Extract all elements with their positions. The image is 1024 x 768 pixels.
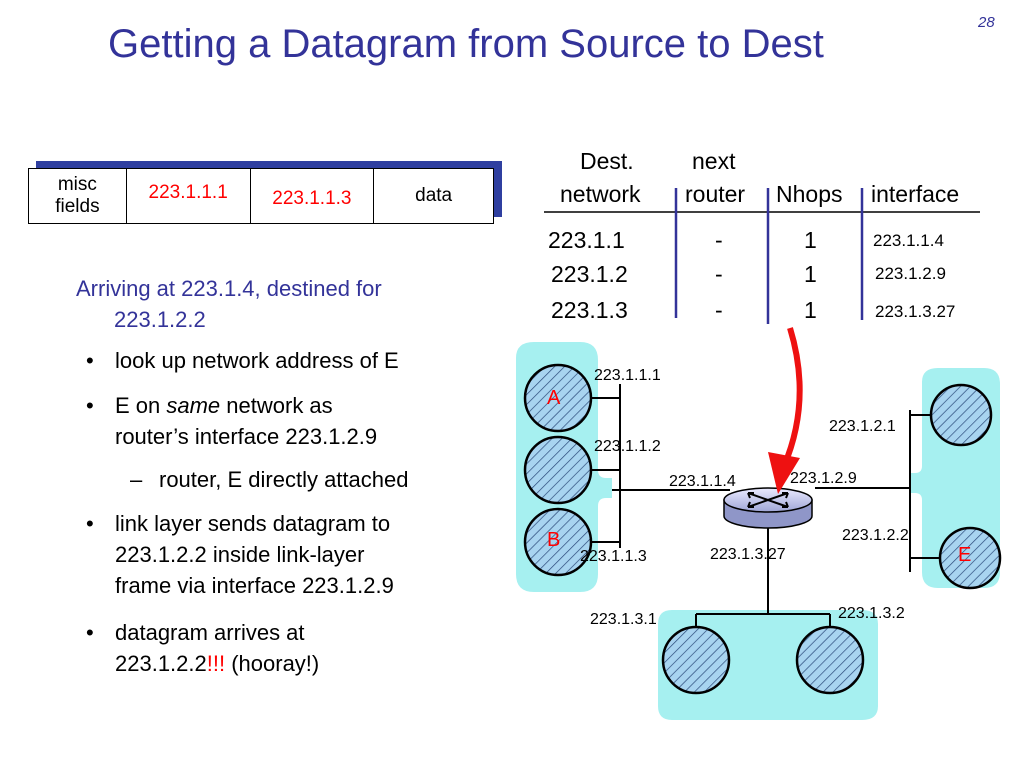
row-2-interface: 223.1.2.9 — [875, 264, 946, 283]
row-3-dest: 223.1.3 — [551, 297, 628, 323]
host-a — [523, 363, 593, 433]
table-header-interface: interface — [871, 181, 960, 207]
bullet-2: • E on same network as router’s interfac… — [86, 393, 378, 449]
host-223-1-2-1 — [929, 383, 993, 447]
host-223-1-3-2 — [795, 625, 865, 695]
table-header-dest-line2: network — [560, 181, 641, 207]
label-223-1-3-27: 223.1.3.27 — [710, 546, 786, 563]
router — [723, 487, 813, 529]
table-header-next-line1: next — [692, 148, 736, 174]
row-2-dest: 223.1.2 — [551, 261, 628, 287]
host-223-1-1-2 — [523, 435, 593, 505]
label-223-1-2-1: 223.1.2.1 — [829, 418, 896, 435]
host-b — [523, 507, 593, 577]
row-1-nhops: 1 — [804, 227, 817, 253]
label-223-1-1-2: 223.1.1.2 — [594, 438, 661, 455]
row-2-next: - — [715, 261, 723, 287]
host-e — [938, 526, 1002, 590]
datagram-source-address: 223.1.1.1 — [127, 169, 251, 223]
row-3-next: - — [715, 297, 723, 323]
label-223-1-1-1: 223.1.1.1 — [594, 367, 661, 384]
table-header-nhops: Nhops — [776, 181, 843, 207]
row-1-next: - — [715, 227, 723, 253]
label-223-1-2-2: 223.1.2.2 — [842, 527, 909, 544]
row-1-dest: 223.1.1 — [548, 227, 625, 253]
table-header-next-line2: router — [685, 181, 746, 207]
row-1-interface: 223.1.1.4 — [873, 231, 944, 250]
bullet-3: • link layer sends datagram to 223.1.2.2… — [86, 511, 394, 598]
host-e-label: E — [958, 544, 972, 566]
label-223-1-1-3: 223.1.1.3 — [580, 548, 647, 565]
label-223-1-3-1: 223.1.3.1 — [590, 611, 657, 628]
row-2-nhops: 1 — [804, 261, 817, 287]
row-3-interface: 223.1.3.27 — [875, 302, 956, 321]
arrow-to-router — [768, 327, 803, 494]
row-3-nhops: 1 — [804, 297, 817, 323]
bullet-1: • look up network address of E — [86, 348, 399, 373]
host-a-label: A — [547, 387, 561, 409]
sub-bullet-1: – router, E directly attached — [130, 467, 409, 492]
table-header-dest-line1: Dest. — [580, 148, 634, 174]
host-223-1-3-1 — [661, 625, 731, 695]
label-223-1-3-2: 223.1.3.2 — [838, 605, 905, 622]
slide-number: 28 — [978, 14, 995, 31]
label-223-1-2-9: 223.1.2.9 — [790, 470, 857, 487]
intro-text: Arriving at 223.1.4, destined for 223.1.… — [76, 276, 382, 332]
datagram-dest-address: 223.1.1.3 — [251, 169, 375, 223]
host-b-label: B — [547, 529, 561, 551]
datagram-data: data — [415, 185, 453, 206]
label-223-1-1-4: 223.1.1.4 — [669, 473, 736, 490]
slide-title: Getting a Datagram from Source to Dest — [108, 22, 824, 66]
bullet-4: • datagram arrives at 223.1.2.2!!! (hoor… — [86, 620, 320, 676]
